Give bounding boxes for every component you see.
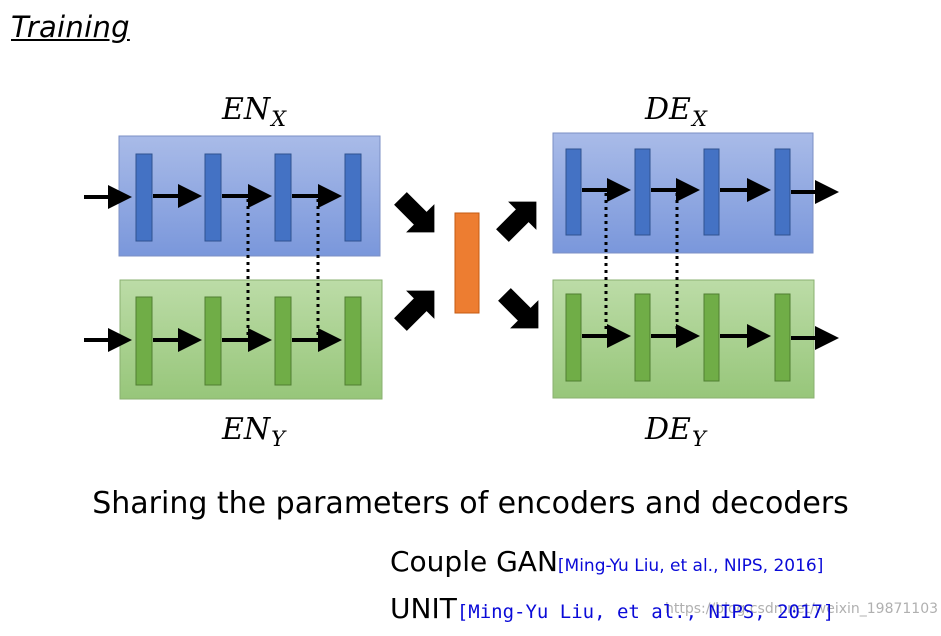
- decoder-y-layer: [634, 293, 651, 382]
- reference-couple-gan: Couple GAN[Ming-Yu Liu, et al., NIPS, 20…: [390, 545, 823, 578]
- encoder-x-to-latent-arrow: [394, 192, 435, 233]
- decoder-y-label: DEY: [645, 412, 706, 451]
- encoder-x-layer: [274, 153, 292, 242]
- latent-to-decoder-y-arrow: [498, 288, 539, 329]
- slide-title: Training: [11, 10, 130, 44]
- reference-name: Couple GAN: [390, 545, 558, 578]
- decoder-x-layer: [634, 148, 651, 236]
- decoder-y-layer: [774, 293, 791, 382]
- decoder-x-layer: [565, 148, 582, 236]
- block-arrows: [394, 192, 539, 331]
- encoder-x-layer: [344, 153, 362, 242]
- caption: Sharing the parameters of encoders and d…: [92, 486, 849, 521]
- decoder-x-layer: [703, 148, 720, 236]
- encoder-x-label: ENX: [222, 92, 287, 131]
- encoder-x-arrows: [84, 184, 342, 209]
- decoder-y-layer: [565, 293, 582, 382]
- shared-parameter-links: [246, 193, 679, 335]
- decoder-x-label: DEX: [645, 92, 707, 131]
- decoder-x-arrows: [582, 178, 839, 204]
- decoder-y-layer: [703, 293, 720, 382]
- encoder-x-layer: [135, 153, 153, 242]
- watermark: https://blog.csdn.net/weixin_19871103: [665, 601, 939, 617]
- encoder-y-layer: [344, 296, 362, 386]
- reference-citation: [Ming-Yu Liu, et al., NIPS, 2016]: [557, 556, 824, 576]
- reference-unit: UNIT[Ming-Yu Liu, et al., NIPS, 2017]: [390, 592, 834, 625]
- encoder-y-to-latent-arrow: [394, 290, 435, 331]
- encoder-y-layer: [135, 296, 153, 386]
- encoder-x-layer: [204, 153, 222, 242]
- decoder-x-box: [552, 132, 814, 254]
- latent-to-decoder-x-arrow: [496, 201, 537, 242]
- reference-citation: [Ming-Yu Liu, et al., NIPS, 2017]: [456, 601, 835, 623]
- decoder-y-box: [552, 279, 815, 399]
- decoder-x-layer: [774, 148, 791, 236]
- decoder-y-arrows: [582, 324, 839, 350]
- encoder-y-layer: [274, 296, 292, 386]
- encoder-y-layer: [204, 296, 222, 386]
- reference-name: UNIT: [390, 592, 457, 625]
- encoder-y-label: ENY: [222, 412, 286, 451]
- latent-code-block: [454, 212, 480, 314]
